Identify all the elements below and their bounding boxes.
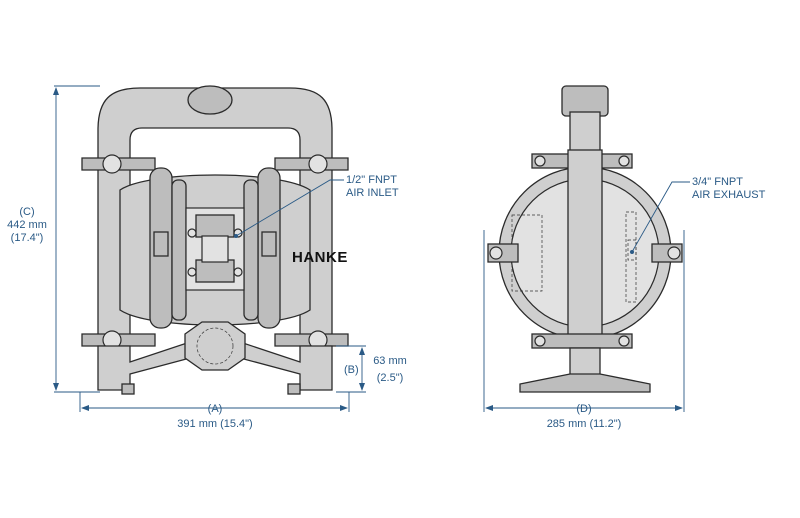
dimension-c-letter: (C) bbox=[19, 206, 35, 218]
front-right-diaphragm-inner bbox=[243, 179, 259, 321]
front-top-port bbox=[187, 85, 233, 115]
dimension-a-value: 391 mm (15.4") bbox=[177, 418, 253, 430]
front-left-foot bbox=[121, 383, 135, 395]
dimension-c-in: (17.4") bbox=[10, 232, 44, 244]
dimension-lines bbox=[53, 85, 690, 412]
front-view bbox=[81, 85, 349, 395]
dimension-d-label: (D) 285 mm (11.2") bbox=[509, 403, 659, 431]
front-bottom-manifold bbox=[97, 341, 333, 391]
dimension-a-letter: (A) bbox=[207, 403, 223, 415]
dimension-b-mm: 63 mm bbox=[373, 355, 407, 367]
side-center-column bbox=[567, 149, 603, 341]
dimension-d-letter: (D) bbox=[576, 403, 592, 415]
dimension-b-in: (2.5") bbox=[376, 372, 404, 384]
side-bottom-clamp bbox=[531, 333, 633, 349]
side-base-plate bbox=[519, 373, 651, 393]
side-view bbox=[487, 85, 683, 393]
air-inlet-label: AIR INLET bbox=[346, 187, 399, 199]
front-bottom-port bbox=[184, 321, 246, 371]
dimension-d-value: 285 mm (11.2") bbox=[546, 418, 622, 430]
air-inlet-size: 1/2" FNPT bbox=[346, 174, 397, 186]
dimension-b-value: 63 mm (2.5") bbox=[368, 355, 412, 385]
dimension-b-letter: (B) bbox=[344, 364, 359, 376]
brand-label: HANKE bbox=[292, 249, 348, 266]
air-exhaust-label: AIR EXHAUST bbox=[692, 189, 766, 201]
air-inlet-callout: 1/2" FNPT AIR INLET bbox=[346, 174, 399, 200]
dimension-c-mm: 442 mm bbox=[7, 219, 47, 231]
front-left-diaphragm-inner bbox=[171, 179, 187, 321]
front-right-foot bbox=[287, 383, 301, 395]
dimension-a-label: (A) 391 mm (15.4") bbox=[140, 403, 290, 431]
dimension-c-label: (C) 442 mm (17.4") bbox=[2, 206, 52, 245]
air-exhaust-callout: 3/4" FNPT AIR EXHAUST bbox=[692, 176, 765, 202]
air-exhaust-size: 3/4" FNPT bbox=[692, 176, 743, 188]
